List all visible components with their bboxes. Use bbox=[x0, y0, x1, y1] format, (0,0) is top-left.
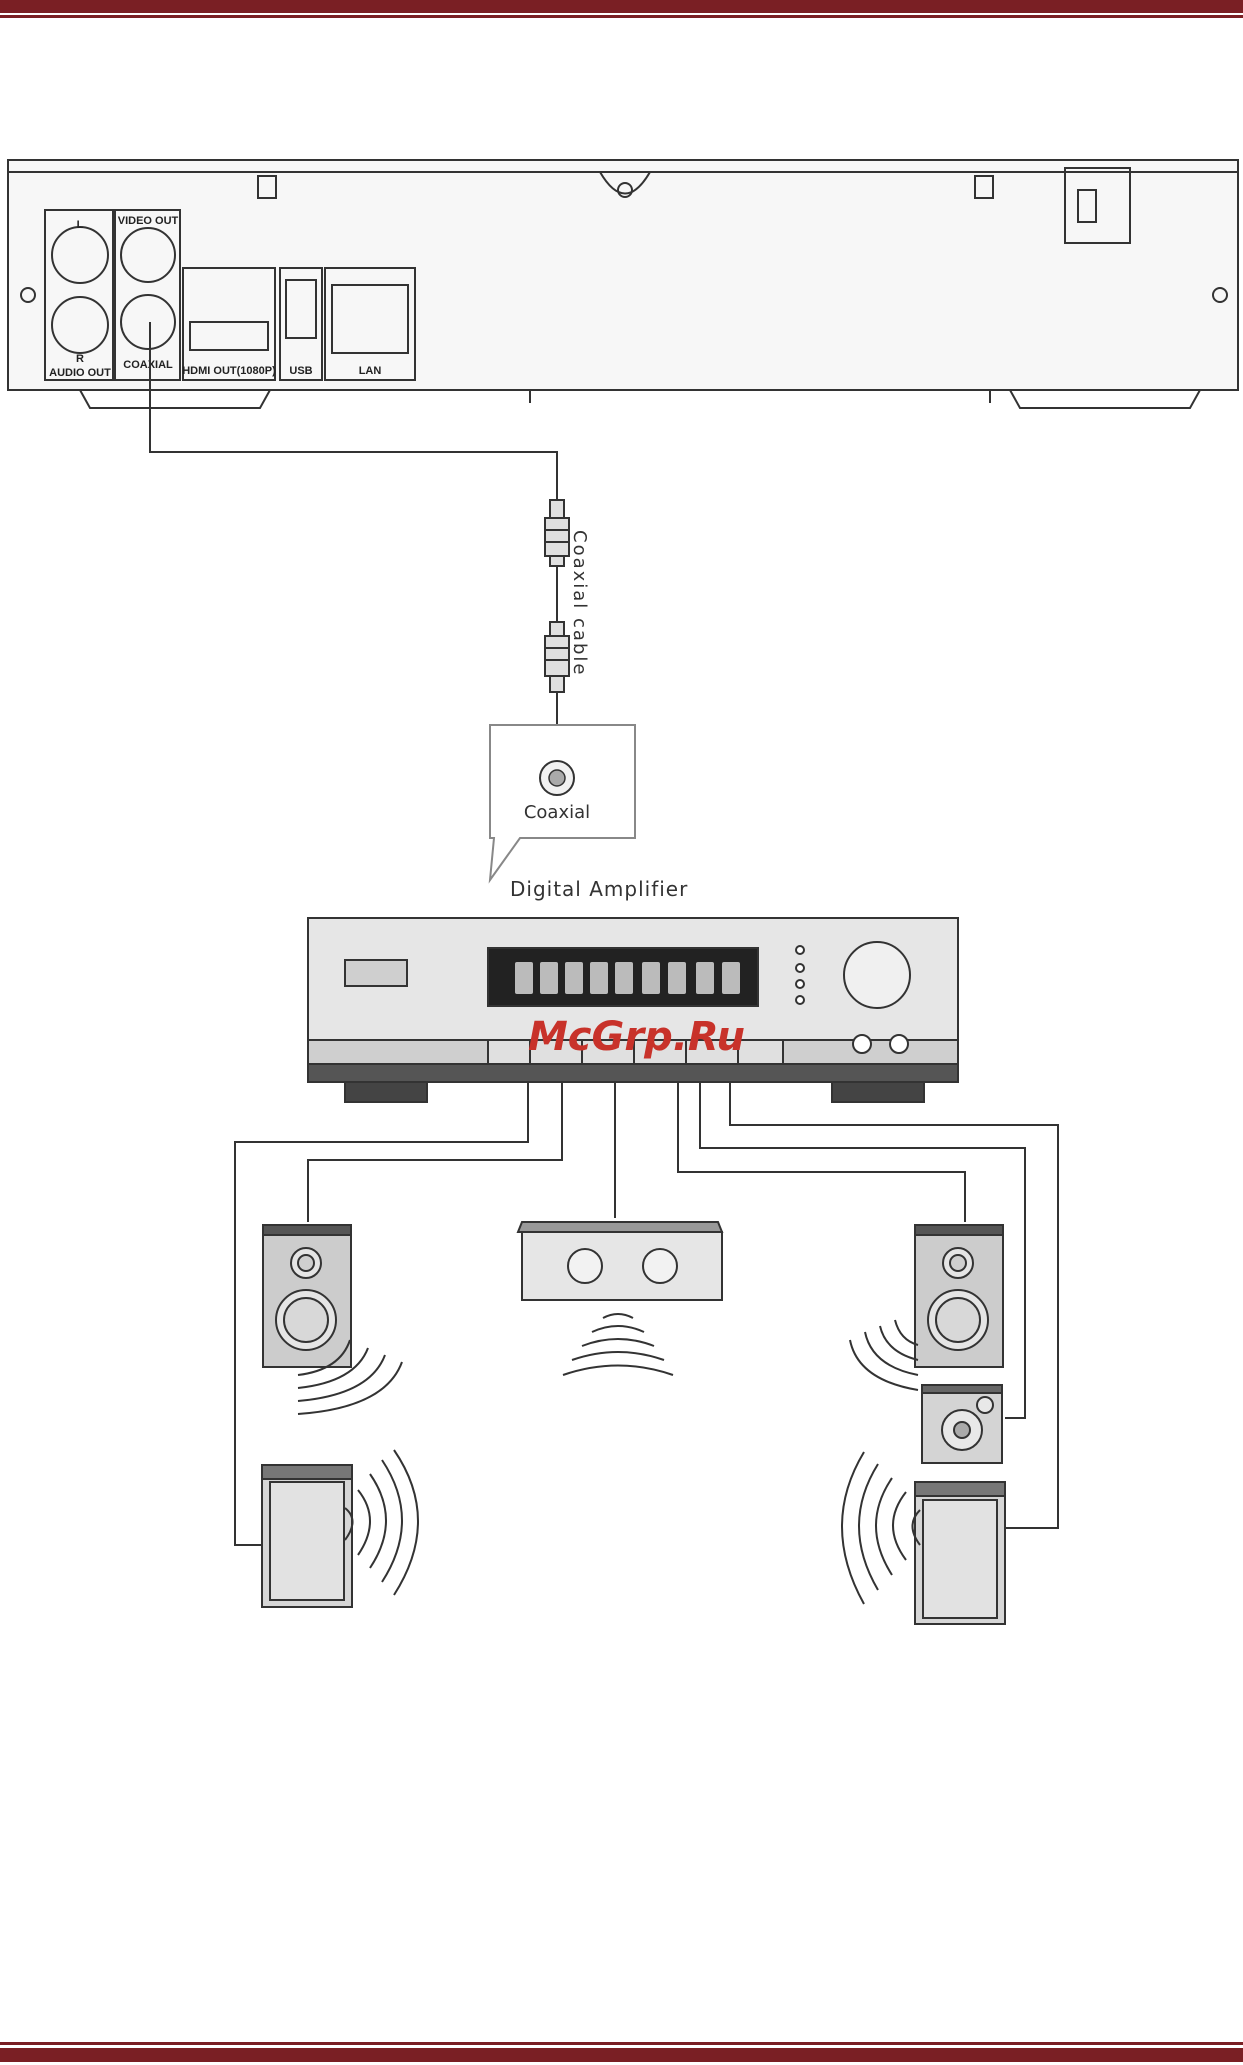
svg-text:R: R bbox=[76, 353, 84, 365]
speaker-icon bbox=[915, 1482, 1005, 1624]
svg-text:COAXIAL: COAXIAL bbox=[123, 359, 173, 371]
amplifier-display bbox=[515, 962, 740, 994]
speaker-icon bbox=[263, 1225, 351, 1367]
coaxial-cable-label: Coaxial cable bbox=[569, 530, 590, 676]
sound-wave-icon bbox=[345, 1450, 418, 1595]
svg-text:USB: USB bbox=[289, 365, 312, 377]
watermark: McGrp.Ru bbox=[528, 1014, 745, 1060]
speaker-icon bbox=[518, 1222, 722, 1300]
coaxial-plug-icon bbox=[545, 500, 569, 566]
svg-text:LAN: LAN bbox=[359, 365, 382, 377]
bottom-rule bbox=[0, 2040, 1243, 2065]
amplifier-label: Digital Amplifier bbox=[510, 877, 688, 901]
svg-text:Coaxial: Coaxial bbox=[524, 802, 590, 823]
amplifier bbox=[308, 918, 958, 1102]
svg-text:HDMI OUT(1080P): HDMI OUT(1080P) bbox=[182, 365, 276, 377]
svg-text:VIDEO OUT: VIDEO OUT bbox=[118, 215, 179, 227]
subwoofer-icon bbox=[922, 1385, 1002, 1463]
coaxial-plug-icon bbox=[545, 622, 569, 692]
sound-wave-icon bbox=[842, 1452, 920, 1604]
sound-wave-icon bbox=[563, 1314, 673, 1375]
speaker-icon bbox=[262, 1465, 352, 1607]
svg-text:L: L bbox=[77, 219, 84, 231]
coaxial-callout: Coaxial bbox=[490, 725, 635, 880]
sound-wave-icon bbox=[850, 1320, 918, 1390]
svg-text:AUDIO OUT: AUDIO OUT bbox=[49, 367, 111, 379]
speaker-icon bbox=[915, 1225, 1003, 1367]
